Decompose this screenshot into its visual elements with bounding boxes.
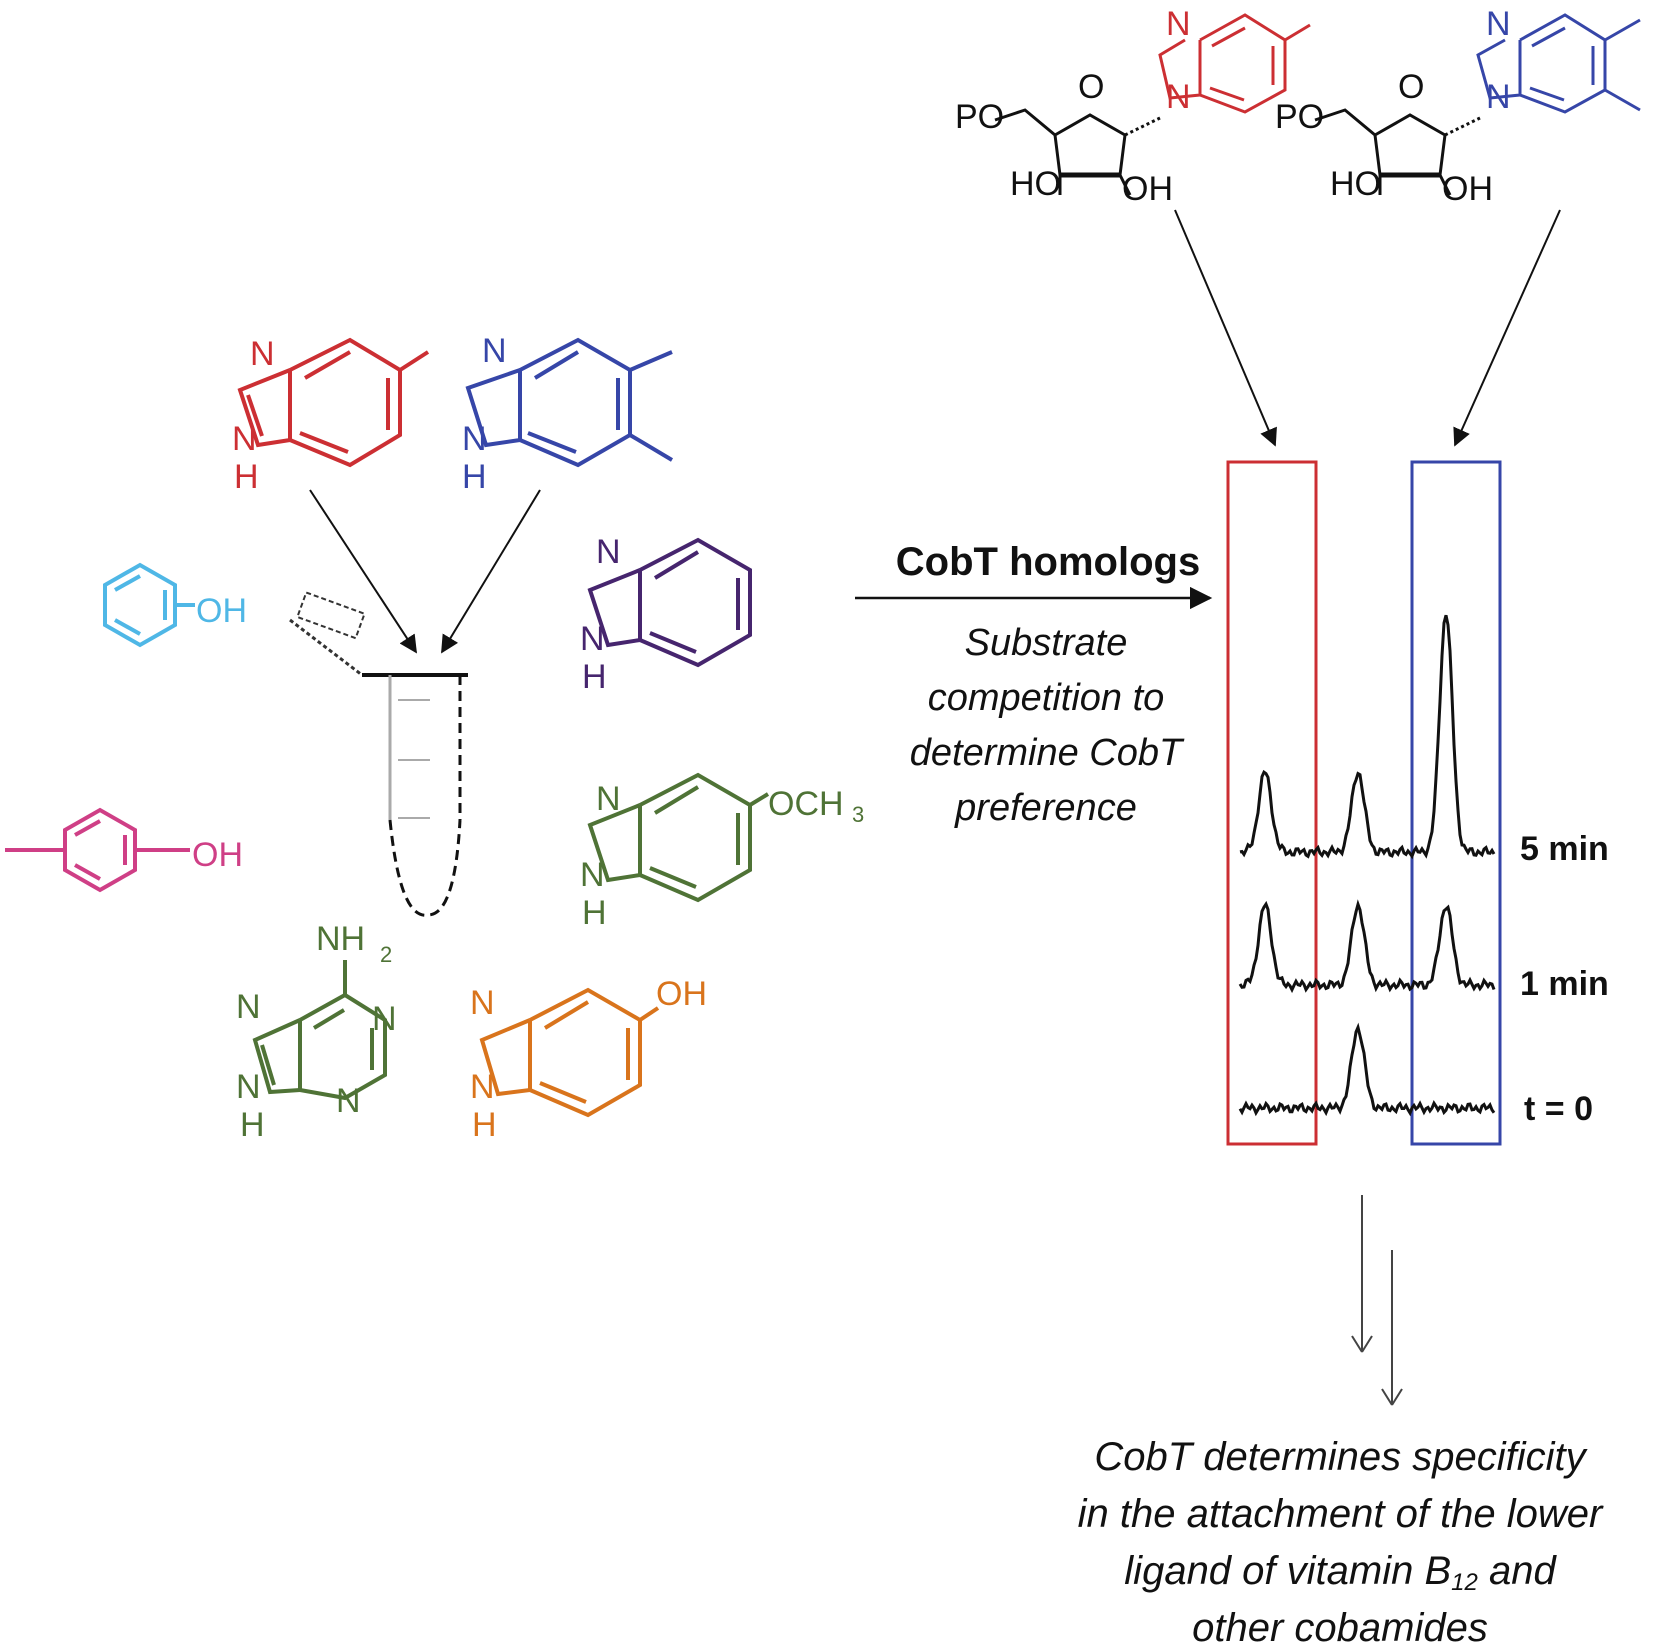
conclusion-line: in the attachment of the lower — [1078, 1492, 1604, 1536]
down-arrow-head — [1381, 1388, 1403, 1406]
atom-n: N — [236, 1068, 261, 1106]
atom-n: N — [596, 533, 621, 571]
atom-po: PO — [1275, 98, 1324, 136]
reaction-label: CobT homologs — [896, 540, 1200, 584]
atom-n: N — [372, 1000, 397, 1038]
5-6-dimethylbenzimidazole — [465, 337, 674, 468]
reaction-condition-line: determine CobT — [910, 732, 1185, 774]
subscript-2: 2 — [380, 942, 392, 967]
atom-ho: HO — [1010, 165, 1061, 203]
5-methoxybenzimidazole — [587, 772, 770, 903]
atom-n: N — [1166, 5, 1191, 43]
atom-n: N — [470, 1068, 495, 1106]
atom-n: N — [250, 335, 275, 373]
atom-och: OCH — [768, 785, 844, 823]
atom-nh: NH — [316, 920, 365, 958]
atom-oh: OH — [1122, 170, 1173, 208]
atom-n: N — [1166, 78, 1191, 116]
phenol — [103, 562, 195, 648]
down-arrow-head — [1351, 1335, 1373, 1353]
trace-label: t = 0 — [1524, 1090, 1593, 1128]
highlight-box-blue — [1410, 460, 1502, 1146]
atom-n: N — [1486, 5, 1511, 43]
product-5-6-dimethyl-nucleotide — [1314, 13, 1641, 196]
atom-h: H — [462, 458, 487, 496]
atom-h: H — [240, 1106, 265, 1144]
atom-n: N — [470, 984, 495, 1022]
atom-h: H — [582, 658, 607, 696]
atom-ho: HO — [1330, 165, 1381, 203]
conclusion-line: CobT determines specificity — [1094, 1435, 1588, 1479]
benzimidazole — [587, 537, 752, 668]
conclusion-line: other cobamides — [1192, 1606, 1488, 1649]
atom-o: O — [1078, 68, 1104, 106]
atom-n: N — [232, 420, 257, 458]
atom-oh: OH — [1442, 170, 1493, 208]
highlight-box-red — [1226, 460, 1318, 1146]
atom-n: N — [336, 1082, 361, 1120]
reaction-condition-line: Substrate — [965, 622, 1128, 664]
atom-n: N — [462, 420, 487, 458]
atom-n: N — [236, 988, 261, 1026]
hplc-traces — [1238, 614, 1496, 1117]
adenine — [252, 960, 387, 1101]
atom-o: O — [1398, 68, 1424, 106]
arrow-to-peak — [1453, 209, 1561, 447]
trace-line — [1238, 899, 1496, 994]
atom-h: H — [472, 1106, 497, 1144]
reaction-tube-icon — [289, 591, 468, 917]
trace-label: 1 min — [1520, 965, 1609, 1003]
arrow-to-peak — [1174, 209, 1277, 447]
atom-h: H — [582, 894, 607, 932]
arrow-to-tube — [441, 489, 541, 654]
atom-n: N — [482, 332, 507, 370]
atom-h: H — [234, 458, 259, 496]
subscript-3: 3 — [852, 802, 864, 827]
trace-line — [1239, 614, 1496, 860]
reaction-condition-line: preference — [954, 787, 1137, 829]
atom-oh: OH — [196, 592, 247, 630]
arrow-to-tube — [309, 489, 417, 654]
p-cresol — [5, 807, 190, 893]
atom-oh: OH — [656, 975, 707, 1013]
atom-n: N — [580, 620, 605, 658]
atom-oh: OH — [192, 836, 243, 874]
atom-n: N — [1486, 78, 1511, 116]
5-methylbenzimidazole — [237, 337, 430, 468]
reaction-condition-line: competition to — [928, 677, 1165, 719]
atom-n: N — [596, 780, 621, 818]
trace-line — [1238, 1022, 1496, 1117]
conclusion-line: ligand of vitamin B12 and — [1124, 1549, 1557, 1596]
atom-po: PO — [955, 98, 1004, 136]
atom-n: N — [580, 856, 605, 894]
product-5-methyl-nucleotide — [994, 13, 1311, 196]
trace-label: 5 min — [1520, 830, 1609, 868]
5-hydroxybenzimidazole — [479, 987, 660, 1118]
